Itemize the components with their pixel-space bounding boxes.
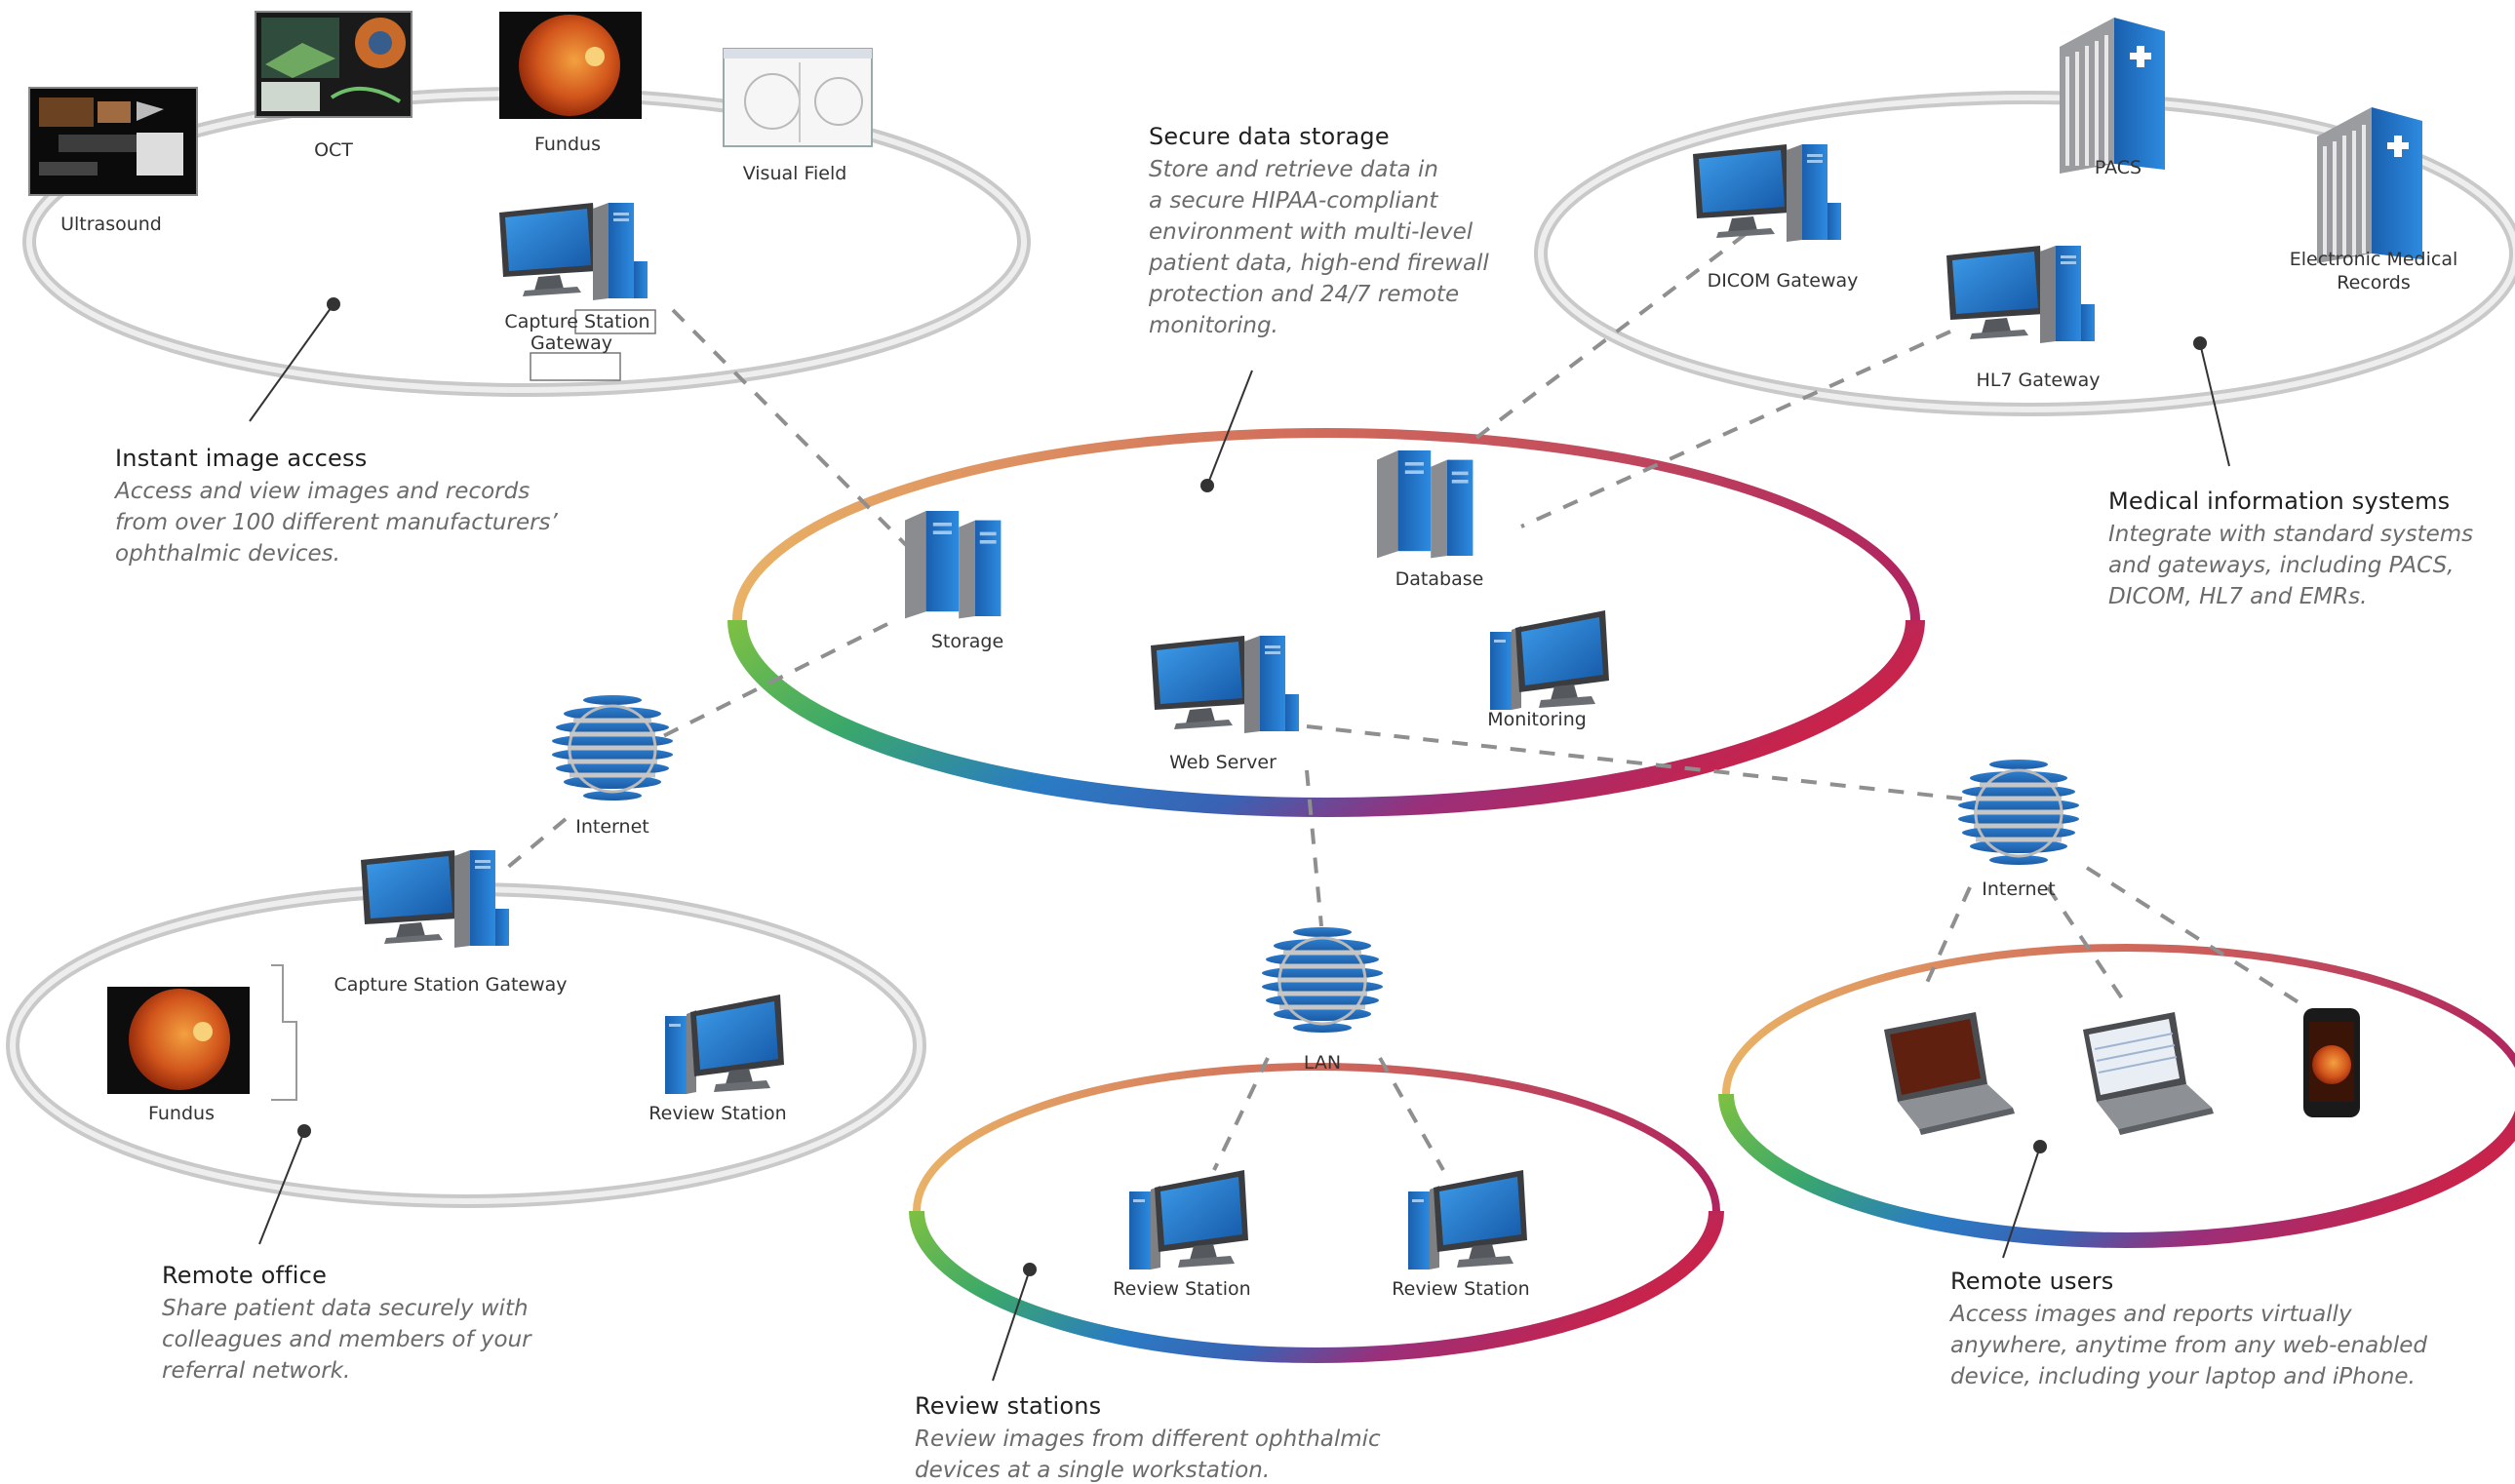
dicom-gateway-label: DICOM Gateway	[1708, 270, 1859, 292]
capture-station-workstation-icon	[499, 203, 648, 300]
internet-right-label: Internet	[1982, 879, 2055, 900]
caption-line: monitoring.	[1149, 313, 1278, 338]
pacs-label: PACS	[2095, 157, 2142, 178]
caption-medical-systems: Medical information systems Integrate wi…	[2108, 488, 2473, 612]
caption-line: DICOM, HL7 and EMRs.	[2108, 584, 2368, 609]
oct-label: OCT	[314, 139, 353, 161]
caption-line: referral network.	[162, 1358, 351, 1384]
pacs-building-icon	[2058, 16, 2167, 176]
review-station-remote-label: Review Station	[648, 1103, 786, 1124]
emr-label-line1: Electronic Medical	[2290, 249, 2457, 270]
fundus-remote-label: Fundus	[148, 1103, 215, 1124]
caption-title: Remote users	[1950, 1268, 2114, 1295]
caption-line: devices at a single workstation.	[915, 1458, 1271, 1483]
fundus-label: Fundus	[534, 134, 601, 155]
hl7-gateway-label: HL7 Gateway	[1977, 370, 2101, 391]
caption-line: Review images from different ophthalmic	[915, 1426, 1381, 1452]
monitoring-label: Monitoring	[1487, 709, 1587, 730]
emr-building-icon	[2315, 105, 2424, 265]
remote-users-ring	[1718, 1093, 2515, 1248]
central-ring	[727, 619, 1925, 817]
web-server-icon	[1151, 636, 1299, 733]
capture-station-gateway-icon	[361, 850, 509, 948]
internet-globe-left-icon	[552, 695, 673, 801]
capture-station-top-label: Capture Station	[504, 311, 649, 332]
caption-instant-access: Instant image access Access and view ima…	[115, 445, 558, 569]
caption-secure-storage: Secure data storage Store and retrieve d…	[1149, 123, 1489, 341]
caption-line: a secure HIPAA-compliant	[1149, 188, 1438, 214]
caption-line: protection and 24/7 remote	[1149, 282, 1460, 307]
caption-line: anywhere, anytime from any web-enabled	[1950, 1333, 2427, 1358]
iphone-icon	[2303, 1008, 2360, 1117]
caption-line: Access images and reports virtually	[1950, 1302, 2352, 1327]
database-server-icon	[1377, 450, 1474, 559]
caption-line: device, including your laptop and iPhone…	[1950, 1364, 2416, 1389]
review-station-remote-icon	[665, 995, 784, 1094]
laptop-a-icon	[1884, 1012, 2015, 1135]
visual-field-icon	[723, 48, 873, 147]
caption-remote-office: Remote office Share patient data securel…	[162, 1262, 531, 1386]
emr-label-line2: Records	[2337, 272, 2411, 293]
caption-title: Instant image access	[115, 445, 368, 472]
fundus-remote-icon	[107, 964, 297, 1101]
internet-left-label: Internet	[575, 816, 648, 838]
caption-line: and gateways, including PACS,	[2108, 553, 2455, 578]
lan-globe-icon	[1262, 927, 1383, 1033]
hl7-gateway-icon	[1946, 246, 2095, 343]
review-station-a-icon	[1129, 1170, 1248, 1269]
review-ring	[909, 1210, 1724, 1363]
caption-review-stations: Review stations Review images from diffe…	[915, 1392, 1381, 1484]
review-station-b-icon	[1408, 1170, 1527, 1269]
caption-line: from over 100 different manufacturers’	[115, 510, 558, 535]
dicom-gateway-icon	[1693, 144, 1841, 242]
internet-globe-right-icon	[1958, 760, 2079, 865]
ultrasound-device-icon	[28, 87, 198, 196]
caption-line: Access and view images and records	[115, 479, 531, 504]
caption-line: patient data, high-end firewall	[1149, 251, 1489, 276]
monitoring-workstation-icon	[1490, 610, 1609, 710]
caption-title: Secure data storage	[1149, 123, 1390, 150]
caption-line: Integrate with standard systems	[2108, 522, 2474, 547]
caption-title: Review stations	[915, 1392, 1102, 1420]
caption-line: Store and retrieve data in	[1149, 157, 1438, 182]
caption-line: colleagues and members of your	[162, 1327, 531, 1352]
callouts	[249, 297, 2230, 1382]
caption-title: Remote office	[162, 1262, 328, 1289]
caption-line: Share patient data securely with	[162, 1296, 529, 1321]
review-station-b-label: Review Station	[1392, 1278, 1529, 1300]
connectors	[505, 232, 2303, 1171]
review-station-a-label: Review Station	[1113, 1278, 1250, 1300]
fundus-camera-icon	[499, 12, 642, 119]
web-server-label: Web Server	[1169, 752, 1277, 773]
caption-remote-users: Remote users Access images and reports v…	[1950, 1268, 2427, 1392]
lan-label: LAN	[1304, 1052, 1341, 1074]
caption-line: environment with multi-level	[1149, 219, 1474, 245]
storage-label: Storage	[931, 631, 1003, 652]
laptop-b-icon	[2083, 1012, 2214, 1135]
caption-line: ophthalmic devices.	[115, 541, 340, 566]
storage-server-icon	[905, 511, 1002, 619]
capture-station-top-gateway-label: Gateway	[531, 332, 612, 354]
capture-station-gateway-label: Capture Station Gateway	[334, 974, 567, 996]
visual-field-label: Visual Field	[743, 163, 847, 184]
oct-device-icon	[255, 11, 413, 118]
caption-title: Medical information systems	[2108, 488, 2451, 515]
ultrasound-label: Ultrasound	[60, 214, 162, 235]
database-label: Database	[1395, 568, 1484, 590]
